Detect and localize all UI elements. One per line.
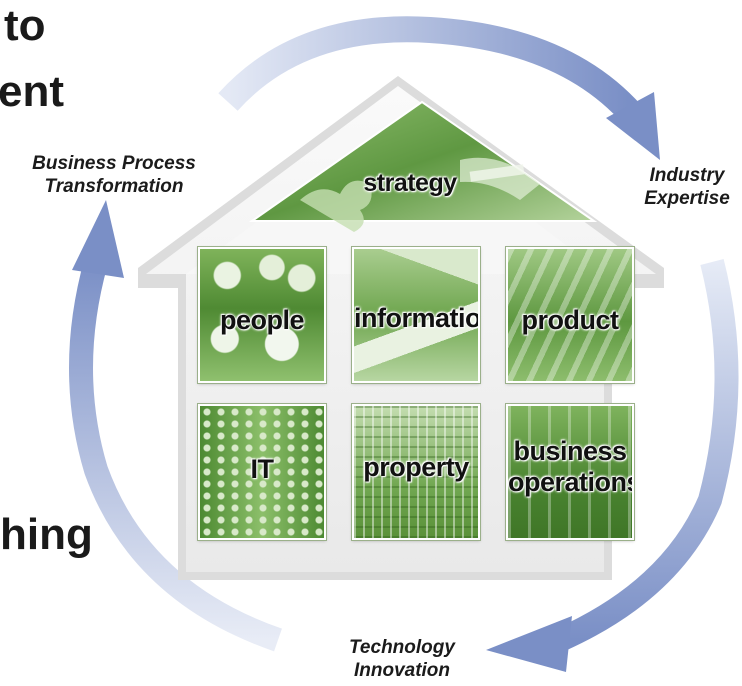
tile-business-operations: business operations: [506, 404, 634, 540]
label-business-process-transformation: Business Process Transformation: [14, 152, 214, 198]
property-photo: [354, 406, 478, 538]
label-industry-expertise: Industry Expertise: [632, 164, 742, 210]
people-photo: [200, 249, 324, 381]
business-operations-photo: [508, 406, 632, 538]
tile-label-line: property: [363, 452, 469, 482]
tile-it: IT: [198, 404, 326, 540]
information-photo: [354, 249, 478, 381]
tile-business-operations-label: business operations: [508, 436, 632, 498]
tile-product: product: [506, 247, 634, 383]
label-line: Innovation: [353, 660, 451, 681]
roof-strategy-image: [248, 100, 598, 232]
product-photo: [508, 249, 632, 381]
tile-information: information: [352, 247, 480, 383]
label-line: Expertise: [644, 188, 730, 209]
arrowhead-left: [72, 200, 124, 278]
headline-fragment-3: hing: [0, 510, 93, 559]
tile-product-label: product: [508, 305, 632, 336]
label-line: Industry: [649, 165, 725, 186]
tile-people: people: [198, 247, 326, 383]
tile-property-label: property: [354, 452, 478, 483]
cycle-arrow-left: [69, 200, 282, 652]
tile-label-line: information: [354, 303, 480, 333]
tile-label-line: IT: [250, 454, 275, 484]
tile-label-line: product: [521, 305, 620, 335]
cycle-arrow-top: [218, 16, 660, 160]
label-line: Technology: [349, 637, 455, 658]
arrowhead-right: [486, 616, 572, 672]
tile-label-line: operations: [508, 467, 634, 497]
it-photo: [200, 406, 324, 538]
roof-label-strategy: strategy: [363, 169, 457, 197]
tile-label-line: people: [219, 305, 305, 335]
label-line: Transformation: [44, 176, 184, 197]
tile-property: property: [352, 404, 480, 540]
tile-label-line: business: [513, 436, 627, 466]
label-technology-innovation: Technology Innovation: [332, 636, 472, 682]
label-line: Business Process: [32, 153, 196, 174]
arrowhead-top: [606, 92, 660, 160]
headline-fragment-1: to: [4, 1, 46, 50]
tile-it-label: IT: [200, 454, 324, 485]
tile-people-label: people: [200, 305, 324, 336]
headline-fragment-2: ent: [0, 67, 64, 116]
cycle-arrow-right: [486, 259, 739, 672]
tile-information-label: information: [354, 303, 478, 334]
